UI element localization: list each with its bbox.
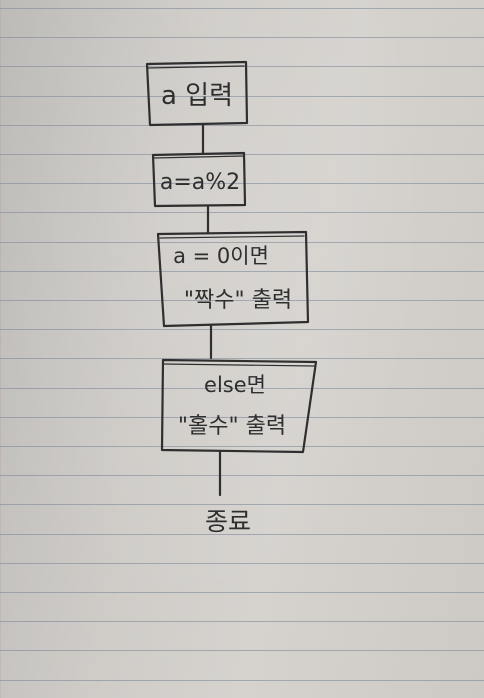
step-4-output-text: "홀수" 출력 xyxy=(178,414,286,439)
end-label: 종료 xyxy=(205,507,251,536)
ruled-line xyxy=(0,534,484,535)
ruled-line xyxy=(0,212,484,213)
ruled-line xyxy=(0,504,484,505)
ruled-line xyxy=(0,37,484,38)
ruled-line xyxy=(0,96,484,97)
ruled-line xyxy=(0,242,484,243)
ruled-line xyxy=(0,621,484,622)
step-1-text: a 입력 xyxy=(161,81,233,111)
ruled-line xyxy=(0,592,484,593)
ruled-line xyxy=(0,154,484,155)
odd-else-box xyxy=(160,358,318,454)
ruled-line xyxy=(0,388,484,389)
ruled-line xyxy=(0,8,484,9)
step-4-condition-text: else면 xyxy=(204,373,266,397)
ruled-line xyxy=(0,417,484,418)
step-3-condition-text: a = 0이면 xyxy=(173,244,269,268)
even-condition-box xyxy=(156,230,310,328)
ruled-line xyxy=(0,358,484,359)
ruled-line xyxy=(0,300,484,301)
ruled-line xyxy=(0,183,484,184)
ruled-line xyxy=(0,650,484,651)
ruled-line xyxy=(0,563,484,564)
modulo-box xyxy=(151,151,247,208)
ruled-line xyxy=(0,125,484,126)
ruled-line xyxy=(0,329,484,330)
page-edge xyxy=(0,0,1,698)
step-3-output-text: "짝수" 출력 xyxy=(184,288,292,313)
ruled-line xyxy=(0,271,484,272)
ruled-line xyxy=(0,475,484,476)
step-2-text: a=a%2 xyxy=(160,170,240,195)
ruled-line xyxy=(0,680,484,681)
ruled-line xyxy=(0,446,484,447)
input-box xyxy=(145,60,249,127)
